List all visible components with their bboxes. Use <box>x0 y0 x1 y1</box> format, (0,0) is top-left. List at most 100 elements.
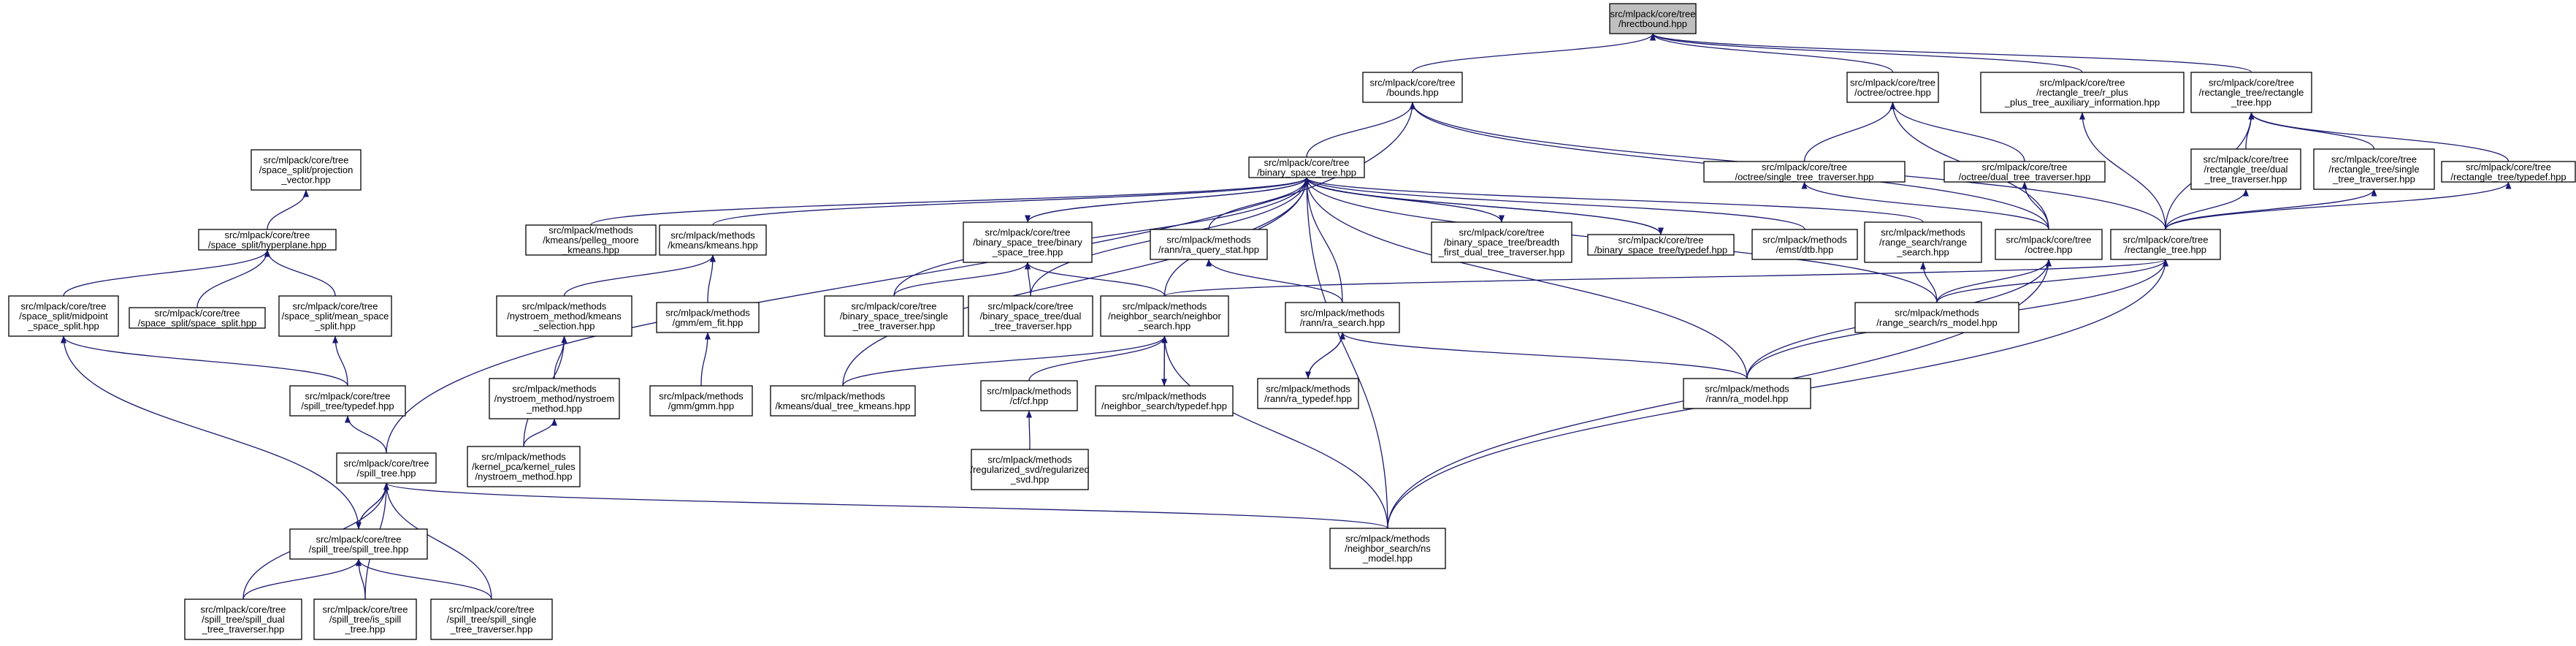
edge-ns-to-rect_tree <box>1163 259 2168 297</box>
file-node-spill-typedef[interactable]: src/mlpack/core/tree/spill_tree/typedef.… <box>289 385 406 417</box>
node-label-line: src/mlpack/core/tree <box>2039 77 2125 88</box>
file-node-bst-bst[interactable]: src/mlpack/core/tree/binary_space_tree/b… <box>963 221 1093 263</box>
edge-bst-to-breadth <box>1306 177 1505 223</box>
file-node-ns[interactable]: src/mlpack/methods/neighbor_search/neigh… <box>1100 295 1229 337</box>
file-node-rs-model[interactable]: src/mlpack/methods/range_search/rs_model… <box>1854 302 2019 333</box>
file-node-hyperplane[interactable]: src/mlpack/core/tree/space_split/hyperpl… <box>198 229 337 251</box>
file-node-octree-dual[interactable]: src/mlpack/core/tree/octree/dual_tree_tr… <box>1944 161 2106 183</box>
file-node-spill-single[interactable]: src/mlpack/core/tree/spill_tree/spill_si… <box>430 598 553 640</box>
file-node-rect-single[interactable]: src/mlpack/core/tree/rectangle_tree/sing… <box>2313 148 2435 190</box>
file-node-projection-vector[interactable]: src/mlpack/core/tree/space_split/project… <box>251 149 362 191</box>
node-label-line: /bounds.hpp <box>1386 87 1439 98</box>
node-box <box>1609 3 1697 34</box>
edge-spill_spill-to-midpoint <box>61 335 359 530</box>
file-node-bst-single[interactable]: src/mlpack/core/tree/binary_space_tree/s… <box>824 295 964 337</box>
node-label-line: src/mlpack/core/tree <box>1369 77 1455 88</box>
node-box <box>1864 221 1982 263</box>
node-label-line: src/mlpack/methods <box>1345 533 1430 544</box>
node-label-line: src/mlpack/core/tree <box>985 227 1070 238</box>
edge-range_search-to-bst <box>1304 177 1924 223</box>
file-node-bst-typedef[interactable]: src/mlpack/core/tree/binary_space_tree/t… <box>1587 234 1735 256</box>
node-label-line: /nystroem_method/nystroem <box>494 393 615 404</box>
file-node-kmeans[interactable]: src/mlpack/methods/kmeans/kmeans.hpp <box>659 224 767 256</box>
edge-kmeans_sel-to-kmeans <box>563 254 716 297</box>
file-node-hrectbound[interactable]: src/mlpack/core/tree/hrectbound.hpp <box>1609 3 1697 34</box>
edge-octree-to-octree_dual <box>2022 181 2049 230</box>
node-label-line: /rectangle_tree.hpp <box>2125 244 2206 255</box>
node-label-line: /kernel_pca/kernel_rules <box>472 461 576 472</box>
node-label-line: /rann/ra_query_stat.hpp <box>1158 244 1259 255</box>
edge-octree_single-to-octree_octree <box>1803 102 1896 162</box>
file-node-dual-kmeans[interactable]: src/mlpack/methods/kmeans/dual_tree_kmea… <box>770 385 916 417</box>
file-node-ns-typedef[interactable]: src/mlpack/methods/neighbor_search/typed… <box>1095 385 1234 417</box>
file-node-rplus-aux[interactable]: src/mlpack/core/tree/rectangle_tree/r_pl… <box>1980 72 2185 113</box>
file-node-ra-typedef[interactable]: src/mlpack/methods/rann/ra_typedef.hpp <box>1257 378 1359 409</box>
file-node-is-spill[interactable]: src/mlpack/core/tree/spill_tree/is_spill… <box>313 598 417 640</box>
node-label-line: src/mlpack/methods <box>512 384 597 395</box>
file-node-em-fit[interactable]: src/mlpack/methods/gmm/em_fit.hpp <box>656 302 760 333</box>
file-node-rect-rect[interactable]: src/mlpack/core/tree/rectangle_tree/rect… <box>2190 72 2312 113</box>
file-node-bst[interactable]: src/mlpack/core/tree/binary_space_tree.h… <box>1248 156 1365 178</box>
file-node-ra-model[interactable]: src/mlpack/methods/rann/ra_model.hpp <box>1683 378 1811 409</box>
file-node-bounds[interactable]: src/mlpack/core/tree/bounds.hpp <box>1362 72 1463 103</box>
node-label-line: src/mlpack/core/tree <box>851 301 936 312</box>
edge-octree-to-octree_single <box>1801 181 2049 230</box>
file-node-midpoint[interactable]: src/mlpack/core/tree/space_split/midpoin… <box>8 295 119 337</box>
file-node-space-split[interactable]: src/mlpack/core/tree/space_split/space_s… <box>129 307 266 329</box>
node-label-line: /rann/ra_typedef.hpp <box>1264 393 1352 404</box>
file-node-octree[interactable]: src/mlpack/core/tree/octree.hpp <box>1995 229 2103 260</box>
node-label-line: src/mlpack/core/tree <box>1762 162 1847 172</box>
file-node-octree-octree[interactable]: src/mlpack/core/tree/octree/octree.hpp <box>1846 72 1939 103</box>
file-node-ns-model[interactable]: src/mlpack/methods/neighbor_search/ns_mo… <box>1329 528 1446 569</box>
node-label-line: src/mlpack/core/tree <box>448 604 534 615</box>
node-label-line: src/mlpack/methods <box>800 390 885 401</box>
node-label-line: src/mlpack/methods <box>1300 307 1385 318</box>
node-box <box>1248 156 1365 178</box>
file-node-nystroem[interactable]: src/mlpack/methods/nystroem_method/nystr… <box>489 378 620 419</box>
file-node-ra-search[interactable]: src/mlpack/methods/rann/ra_search.hpp <box>1285 302 1400 333</box>
node-box <box>251 149 362 191</box>
edge-ra_search-to-ra_typedef <box>1305 332 1343 379</box>
edge-spill_dual-to-spill_spill <box>242 558 362 600</box>
edge-em_fit-to-kmeans <box>707 254 716 303</box>
file-node-spill-tree[interactable]: src/mlpack/core/tree/spill_tree.hpp <box>336 452 437 484</box>
node-label-line: src/mlpack/core/tree <box>1850 77 1935 88</box>
file-node-kernel-rules[interactable]: src/mlpack/methods/kernel_pca/kernel_rul… <box>467 446 581 487</box>
node-label-line: src/mlpack/core/tree <box>224 229 310 240</box>
node-box <box>1431 221 1572 263</box>
file-node-bst-dual[interactable]: src/mlpack/core/tree/binary_space_tree/d… <box>968 295 1093 337</box>
node-label-line: src/mlpack/methods <box>1123 301 1207 312</box>
node-label-line: /neighbor_search/typedef.hpp <box>1101 400 1227 411</box>
file-node-octree-single[interactable]: src/mlpack/core/tree/octree/single_tree_… <box>1703 161 1906 183</box>
node-label-line: src/mlpack/core/tree <box>2006 234 2091 245</box>
file-node-spill-spill[interactable]: src/mlpack/core/tree/spill_tree/spill_tr… <box>289 528 428 560</box>
node-label-line: _search.hpp <box>1896 247 1949 258</box>
file-node-kmeans-sel[interactable]: src/mlpack/methods/nystroem_method/kmean… <box>496 295 632 337</box>
file-node-rect-tree[interactable]: src/mlpack/core/tree/rectangle_tree.hpp <box>2110 229 2221 260</box>
file-node-reg-svd[interactable]: src/mlpack/methods/regularized_svd/regul… <box>970 449 1090 490</box>
edge-cf-to-ns <box>1028 335 1168 381</box>
file-node-cf[interactable]: src/mlpack/methods/cf/cf.hpp <box>980 380 1078 411</box>
file-node-emst[interactable]: src/mlpack/methods/emst/dtb.hpp <box>1751 229 1858 260</box>
node-box <box>980 380 1078 411</box>
file-node-qstat[interactable]: src/mlpack/methods/rann/ra_query_stat.hp… <box>1150 229 1268 260</box>
file-node-rect-typedef[interactable]: src/mlpack/core/tree/rectangle_tree/type… <box>2441 161 2576 183</box>
node-box <box>1362 72 1463 103</box>
file-node-range-search[interactable]: src/mlpack/methods/range_search/range_se… <box>1864 221 1982 263</box>
node-label-line: _method.hpp <box>526 403 582 414</box>
edge-emst-to-bst <box>1304 177 1805 230</box>
edge-kernel_rules-to-nystroem <box>523 418 557 447</box>
node-label-line: /octree/octree.hpp <box>1854 87 1931 98</box>
node-label-line: /emst/dtb.hpp <box>1776 244 1834 255</box>
node-label-line: /rectangle_tree/typedef.hpp <box>2450 171 2566 182</box>
node-box <box>656 302 760 333</box>
file-node-spill-dual[interactable]: src/mlpack/core/tree/spill_tree/spill_du… <box>184 598 302 640</box>
node-label-line: _space_tree.hpp <box>992 247 1063 258</box>
edge-midpoint-to-hyperplane <box>63 249 270 297</box>
file-node-pelleg[interactable]: src/mlpack/methods/kmeans/pelleg_moore_k… <box>525 224 657 256</box>
node-label-line: /rann/ra_search.hpp <box>1300 317 1385 328</box>
file-node-gmm[interactable]: src/mlpack/methods/gmm/gmm.hpp <box>649 385 753 417</box>
file-node-mean-split[interactable]: src/mlpack/core/tree/space_split/mean_sp… <box>278 295 392 337</box>
file-node-breadth[interactable]: src/mlpack/core/tree/binary_space_tree/b… <box>1431 221 1572 263</box>
file-node-rect-dual[interactable]: src/mlpack/core/tree/rectangle_tree/dual… <box>2190 148 2301 190</box>
